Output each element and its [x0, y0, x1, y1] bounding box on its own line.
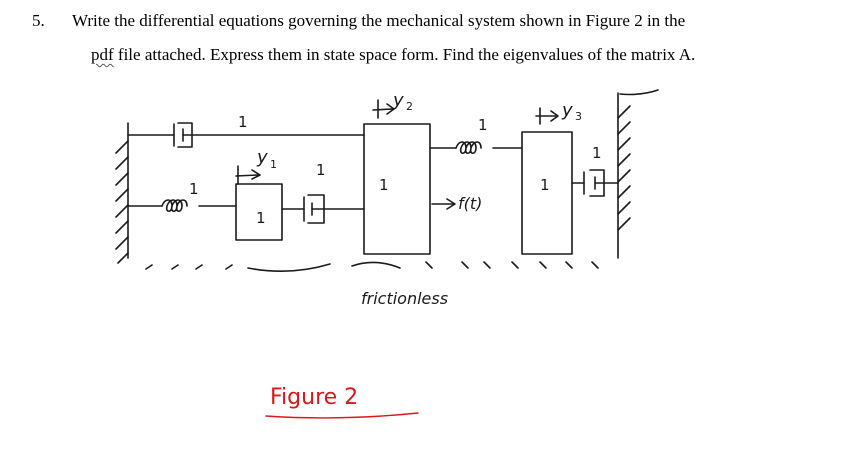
damper-middle — [281, 194, 365, 224]
label-y3-sub: 3 — [575, 110, 582, 123]
damper-top-left-value: 1 — [238, 113, 248, 131]
damper-right-value: 1 — [592, 144, 602, 162]
spring-left-value: 1 — [189, 180, 199, 198]
friction-note: frictionless — [361, 289, 448, 308]
question-text-line2: pdf file attached. Express them in state… — [91, 45, 695, 65]
label-y3: y — [561, 100, 573, 121]
spellcheck-word: pdf — [91, 45, 114, 64]
damper-top-left — [127, 122, 365, 148]
mass-1-value: 1 — [256, 209, 266, 227]
question-text-line1: Write the differential equations governi… — [72, 11, 686, 30]
question-text-line2-rest: file attached. Express them in state spa… — [113, 45, 696, 64]
label-y1: y — [256, 147, 268, 168]
spring-right — [429, 141, 523, 155]
caption-underline — [265, 412, 419, 419]
figure-2: 1 y 1 1 1 1 y 2 1 1 f(t) y 3 1 1 frictio… — [0, 80, 855, 455]
mass-2 — [363, 123, 431, 255]
damper-right — [571, 169, 619, 197]
displacement-arrow-y2 — [372, 99, 395, 119]
question-block: 5. Write the differential equations gove… — [0, 0, 855, 80]
label-y2: y — [392, 90, 404, 111]
force-arrow — [431, 198, 456, 210]
right-wall — [617, 89, 659, 259]
label-y2-sub: 2 — [406, 100, 413, 113]
label-force: f(t) — [458, 194, 482, 213]
ground-line — [145, 261, 599, 272]
question-number: 5. — [32, 11, 45, 30]
mechanical-system-diagram: 1 y 1 1 1 1 y 2 1 1 f(t) y 3 1 1 frictio… — [115, 89, 659, 419]
damper-middle-value: 1 — [316, 161, 326, 179]
mass-2-value: 1 — [379, 176, 389, 194]
displacement-arrow-y3 — [535, 107, 559, 125]
spring-right-value: 1 — [478, 116, 488, 134]
figure-caption: Figure 2 — [270, 385, 358, 410]
mass-3-value: 1 — [540, 176, 550, 194]
displacement-arrow-y1 — [235, 165, 261, 185]
mass-1 — [235, 183, 283, 241]
spring-left — [127, 199, 237, 213]
label-y1-sub: 1 — [270, 158, 277, 171]
left-wall — [115, 122, 129, 264]
mass-3 — [521, 131, 573, 255]
